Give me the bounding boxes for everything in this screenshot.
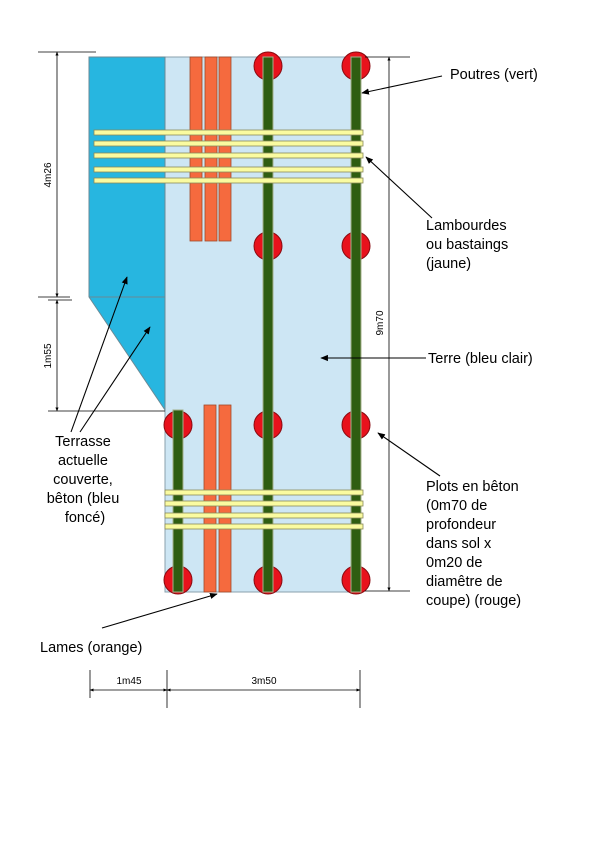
leader-plots	[377, 432, 441, 477]
dimension-total-height-label: 9m70	[375, 310, 386, 335]
dimension-main-width-label: 3m50	[251, 676, 276, 687]
lambourde	[93, 152, 364, 159]
dimension-terrace-width-label: 1m45	[116, 676, 141, 687]
leader-poutres	[361, 75, 443, 95]
lame	[204, 56, 218, 242]
lame	[203, 404, 217, 593]
leader-terrasse-2	[79, 326, 151, 433]
lambourdes-top	[93, 129, 364, 184]
dimension-lower-height	[48, 299, 165, 412]
lambourde	[164, 489, 364, 496]
label-terrasse: Terrasse actuelle couverte, bêton (bleu …	[47, 434, 124, 526]
lambourdes-bottom	[164, 489, 364, 530]
poutre	[350, 56, 362, 593]
lame	[189, 56, 203, 242]
lambourde	[164, 523, 364, 530]
label-terre: Terre (bleu clair)	[428, 351, 533, 367]
label-plots: Plots en bêton (0m70 de profondeur dans …	[426, 479, 523, 609]
poutre	[262, 56, 274, 593]
label-poutres: Poutres (vert)	[450, 67, 538, 83]
terrasse-existante	[88, 56, 166, 412]
label-lambourdes: Lambourdes ou bastaings (jaune)	[426, 218, 512, 272]
lames-top	[189, 56, 232, 242]
leader-lames	[101, 593, 218, 629]
lame	[218, 56, 232, 242]
lambourde	[93, 140, 364, 147]
lambourde	[93, 177, 364, 184]
leader-terrasse-1	[70, 276, 128, 433]
lames-bottom	[203, 404, 232, 593]
lambourde	[93, 166, 364, 173]
dimension-widths	[89, 670, 361, 708]
leader-lambourdes	[365, 156, 433, 219]
dimension-upper-height-label: 4m26	[43, 162, 54, 187]
lambourde	[93, 129, 364, 136]
dimension-lower-height-label: 1m55	[43, 343, 54, 368]
label-lames: Lames (orange)	[40, 640, 142, 656]
lambourde	[164, 512, 364, 519]
lambourde	[164, 500, 364, 507]
dimension-upper-height	[38, 51, 96, 298]
lame	[218, 404, 232, 593]
leader-lines	[70, 75, 443, 629]
dimension-total-height	[365, 56, 410, 592]
